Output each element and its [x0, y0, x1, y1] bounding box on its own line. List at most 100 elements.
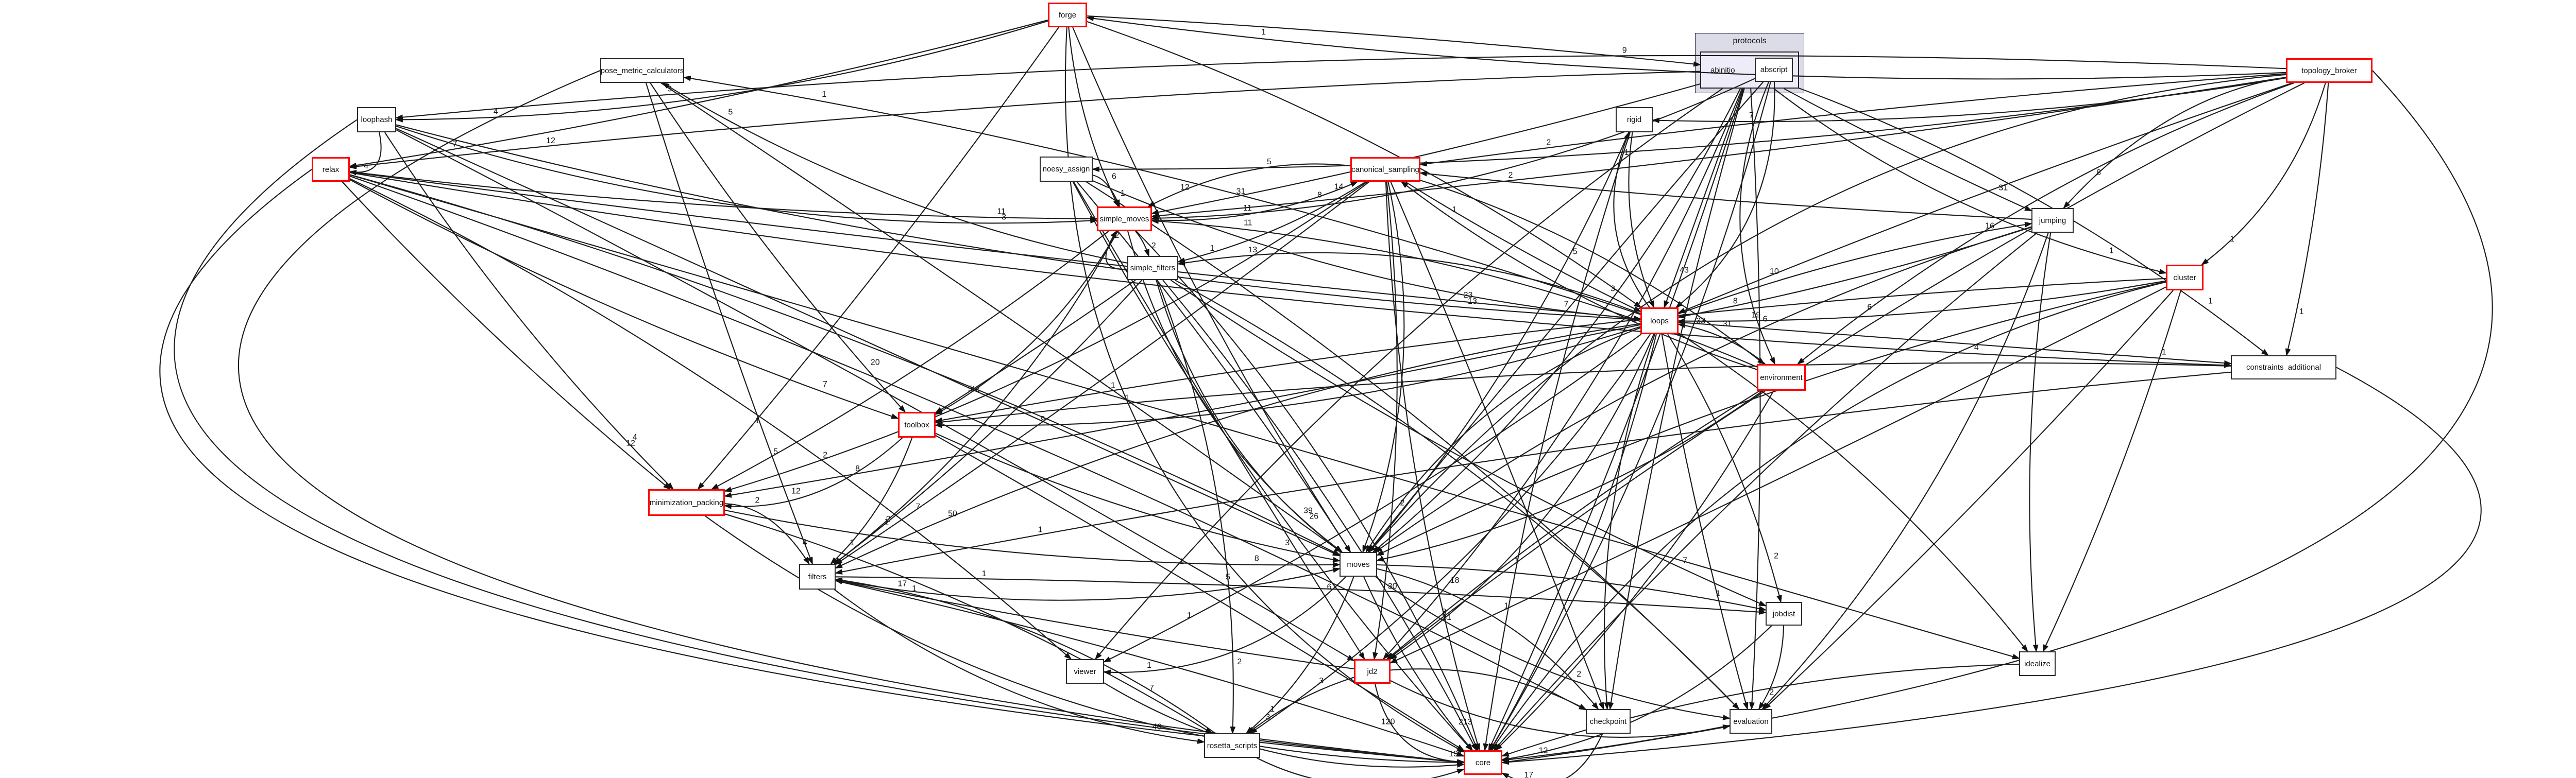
node-simple_filters[interactable]: simple_filters	[1127, 256, 1178, 280]
edge-count-label: 6	[1867, 303, 1872, 312]
node-toolbox[interactable]: toolbox	[898, 412, 936, 438]
edge-relax-to-checkpoint	[349, 175, 1587, 711]
node-noesy_assign[interactable]: noesy_assign	[1040, 157, 1093, 182]
node-label: core	[1475, 758, 1491, 767]
edge-moves-to-jobdist	[1377, 564, 1767, 612]
edge-simple_moves-to-canonical_sampling	[1151, 181, 1359, 221]
node-environment[interactable]: environment	[1757, 364, 1806, 391]
edge-forge-to-loophash	[395, 20, 1048, 123]
node-minimization_packing[interactable]: minimization_packing	[648, 489, 725, 516]
edge-count-label: 30	[1388, 582, 1397, 591]
node-rigid[interactable]: rigid	[1616, 107, 1653, 132]
edge-abscript-to-simple_moves	[1150, 78, 1755, 221]
edge-loops-to-rigid	[1613, 131, 1650, 308]
node-simple_moves[interactable]: simple_moves	[1097, 206, 1152, 231]
edge-count-label: 2	[823, 451, 827, 459]
node-moves[interactable]: moves	[1340, 552, 1377, 577]
node-jobdist[interactable]: jobdist	[1766, 602, 1802, 626]
edge-canonical_sampling-to-filters	[835, 181, 1370, 565]
node-abscript[interactable]: abscript	[1755, 58, 1793, 82]
node-jd2[interactable]: jd2	[1354, 659, 1391, 684]
edge-count-label: 17	[898, 579, 907, 588]
edge-topology_broker-to-jumping	[2063, 77, 2286, 209]
node-pose_metric_calculators[interactable]: pose_metric_calculators	[600, 58, 684, 83]
edge-loops-to-checkpoint	[1603, 334, 1656, 711]
edge-minimization_packing-to-moves	[724, 509, 1341, 568]
edge-simple_filters-to-toolbox	[935, 280, 1136, 414]
edge-filters-to-moves	[835, 567, 1341, 601]
edge-topology_broker-to-core	[1501, 70, 2493, 765]
edge-canonical_sampling-to-moves	[1362, 181, 1405, 554]
node-idealize[interactable]: idealize	[2019, 651, 2056, 676]
edge-count-label: 9	[1041, 415, 1045, 424]
edge-noesy_assign-to-loops	[1092, 180, 1642, 321]
edge-count-label: 7	[1683, 557, 1687, 565]
node-forge[interactable]: forge	[1048, 3, 1087, 27]
edge-count-label: 1	[2162, 348, 2166, 357]
edge-simple_filters-to-core	[1162, 280, 1477, 751]
edge-moves-to-core	[1363, 576, 1473, 751]
edge-loops-to-evaluation	[1661, 334, 1749, 711]
edge-count-label: 31	[1998, 184, 2008, 193]
edge-count-label: 17	[1524, 771, 1533, 778]
node-label: rosetta_scripts	[1207, 741, 1258, 750]
node-topology_broker[interactable]: topology_broker	[2286, 58, 2372, 83]
edge-rigid-to-moves	[1368, 132, 1630, 553]
node-evaluation[interactable]: evaluation	[1730, 709, 1772, 734]
node-label: loops	[1650, 316, 1669, 325]
edge-count-label: 8	[2096, 168, 2101, 177]
node-core[interactable]: core	[1464, 750, 1502, 775]
edge-loophash-to-core	[174, 119, 1465, 765]
edge-count-label: 5	[1267, 158, 1272, 166]
edge-environment-to-loops	[1677, 322, 1766, 365]
edge-environment-to-moves	[1376, 390, 1763, 562]
edge-cluster-to-toolbox	[934, 278, 2166, 423]
node-constraints_additional[interactable]: constraints_additional	[2231, 355, 2336, 379]
edge-count-label: 11	[1244, 218, 1252, 227]
edge-count-label: 1	[1716, 589, 1720, 598]
edge-count-label: 7	[1564, 300, 1569, 309]
edge-count-label: 12	[626, 439, 635, 448]
node-loophash[interactable]: loophash	[357, 107, 396, 132]
edge-jd2-to-core	[1374, 683, 1465, 765]
edge-loops-to-moves	[1365, 327, 1641, 553]
node-jumping[interactable]: jumping	[2031, 208, 2074, 233]
edge-count-label: 1	[982, 569, 987, 578]
edge-jd2-to-evaluation	[1390, 680, 1731, 738]
node-relax[interactable]: relax	[312, 157, 350, 182]
node-checkpoint[interactable]: checkpoint	[1586, 709, 1631, 734]
edge-loops-to-rosetta_scripts	[1249, 334, 1651, 734]
edge-canonical_sampling-to-core	[1385, 181, 1480, 752]
node-canonical_sampling[interactable]: canonical_sampling	[1350, 157, 1420, 182]
edge-topology_broker-to-simple_moves	[1150, 77, 2286, 219]
edge-constraints_additional-to-core	[1501, 367, 2482, 765]
edge-count-label: 12	[1180, 183, 1190, 192]
edge-canonical_sampling-to-checkpoint	[1390, 181, 1604, 711]
edge-jobdist-to-evaluation	[1758, 625, 1785, 710]
edge-jumping-to-canonical_sampling	[1419, 171, 2032, 220]
edge-abinitio-to-constraints_additional	[1799, 88, 2269, 356]
edge-count-label: 20	[871, 358, 880, 367]
edge-count-label: 4	[633, 433, 637, 442]
node-filters[interactable]: filters	[799, 564, 836, 590]
edge-count-label: 46	[1153, 722, 1162, 731]
node-rosetta_scripts[interactable]: rosetta_scripts	[1204, 733, 1260, 758]
edge-count-label: 2	[1151, 241, 1156, 250]
node-loops[interactable]: loops	[1640, 307, 1679, 334]
edge-count-label: 5	[773, 447, 778, 456]
edge-count-label: 213	[1459, 718, 1472, 727]
edge-count-label: 8	[1317, 191, 1322, 200]
edge-count-label: 4	[803, 538, 807, 547]
node-label: abinitio	[1710, 65, 1735, 75]
node-cluster[interactable]: cluster	[2166, 265, 2204, 290]
node-label: idealize	[2024, 659, 2050, 668]
edge-noesy_assign-to-jd2	[1073, 181, 1365, 660]
edge-count-label: 1	[1270, 705, 1275, 714]
node-viewer[interactable]: viewer	[1066, 659, 1104, 684]
edge-count-label: 4	[494, 107, 498, 116]
edge-count-label: 7	[916, 503, 920, 511]
node-label: evaluation	[1733, 717, 1769, 726]
edge-loophash-to-simple_moves	[396, 126, 1098, 224]
edge-count-label: 1	[1038, 526, 1043, 534]
